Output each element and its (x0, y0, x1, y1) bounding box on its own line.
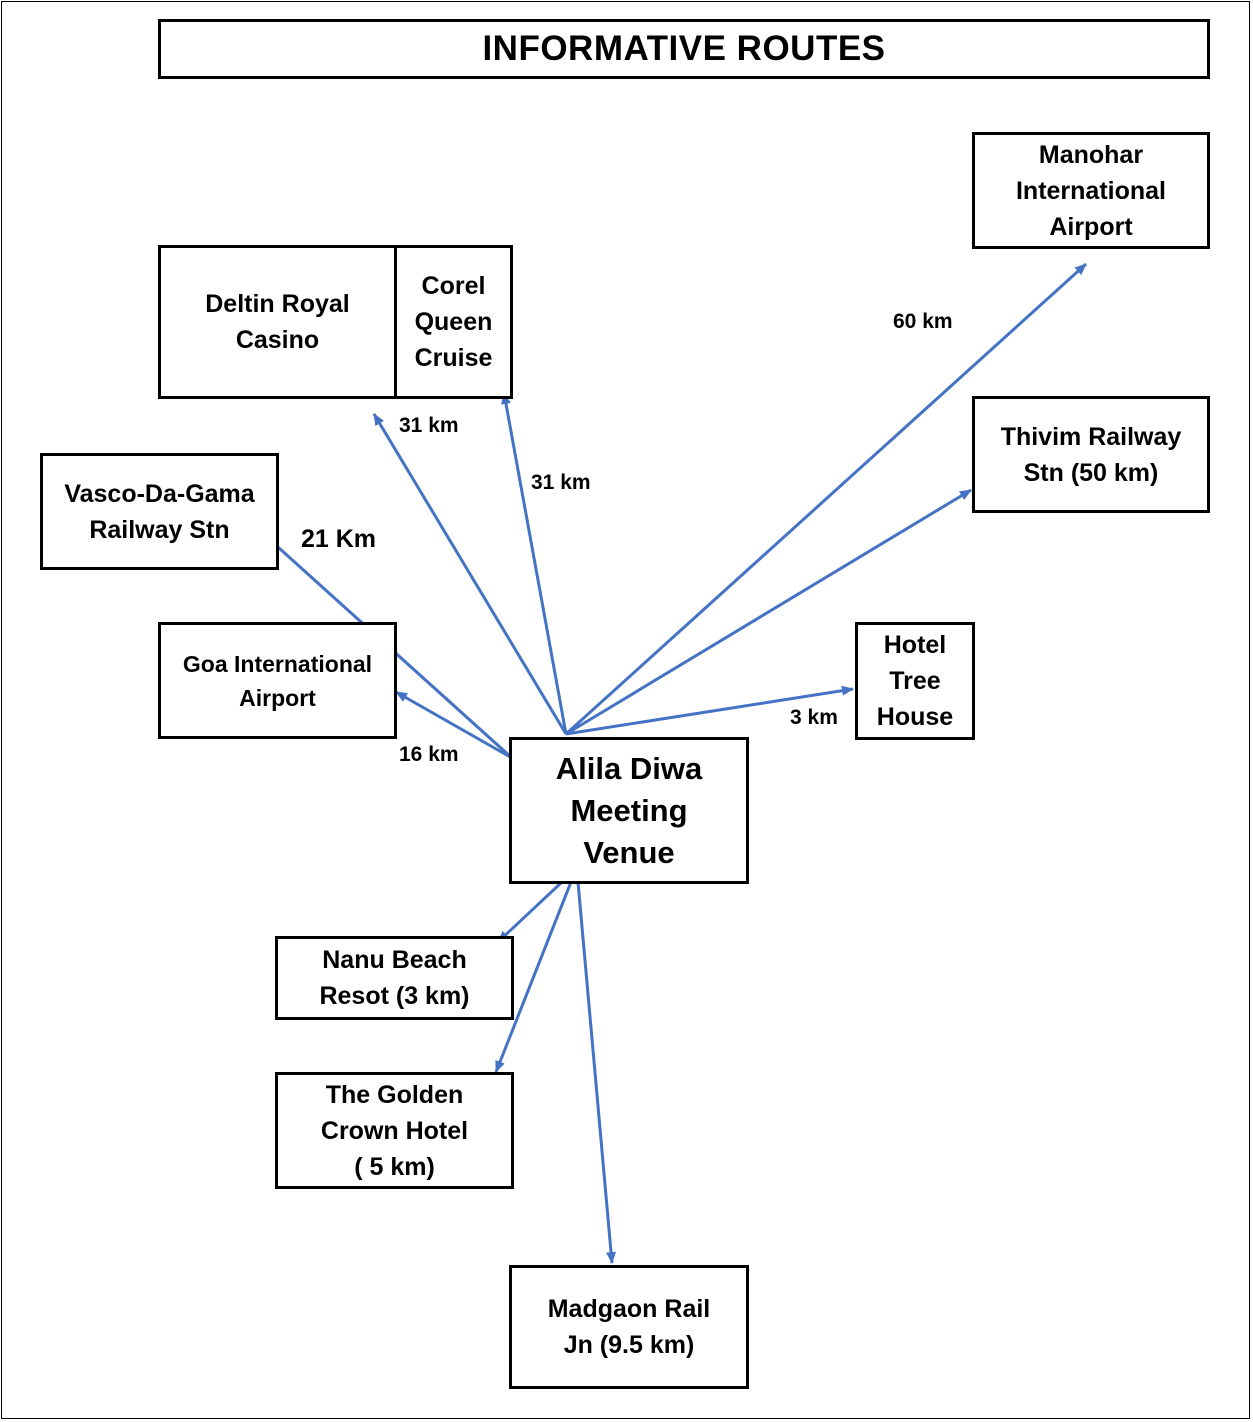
distance-label-vasco: 21 Km (301, 525, 377, 553)
arrow-to-manohar (564, 262, 1088, 736)
distance-label-manohar: 60 km (893, 310, 953, 333)
node-golden-crown: The Golden Crown Hotel ( 5 km) (275, 1072, 514, 1189)
node-venue: Alila Diwa Meeting Venue (509, 737, 749, 884)
distance-label-goa-airport: 16 km (399, 743, 459, 766)
node-thivim-railway: Thivim Railway Stn (50 km) (972, 396, 1210, 513)
node-madgaon-rail: Madgaon Rail Jn (9.5 km) (509, 1265, 749, 1389)
node-hotel-tree-house: Hotel Tree House (855, 622, 975, 740)
arrow-to-goa-airport (395, 690, 513, 760)
arrow-to-madgaon (576, 881, 617, 1264)
arrow-to-hotel-tree (565, 685, 854, 736)
arrow-to-thivim (565, 488, 972, 736)
arrow-to-corel (501, 392, 568, 735)
diagram-title: INFORMATIVE ROUTES (158, 19, 1210, 79)
node-nanu-beach: Nanu Beach Resot (3 km) (275, 936, 514, 1020)
arrow-to-golden-crown (494, 881, 573, 1073)
distance-label-deltin: 31 km (399, 414, 459, 437)
node-goa-airport: Goa International Airport (158, 622, 397, 739)
node-manohar-airport: Manohar International Airport (972, 132, 1210, 249)
node-deltin-casino: Deltin Royal Casino (158, 245, 397, 399)
distance-label-hotel-tree: 3 km (790, 706, 838, 729)
node-vasco-railway: Vasco-Da-Gama Railway Stn (40, 453, 279, 570)
arrow-to-deltin (372, 413, 568, 735)
node-corel-cruise: Corel Queen Cruise (394, 245, 513, 399)
distance-label-corel: 31 km (531, 471, 591, 494)
arrow-to-nanu (496, 880, 564, 944)
